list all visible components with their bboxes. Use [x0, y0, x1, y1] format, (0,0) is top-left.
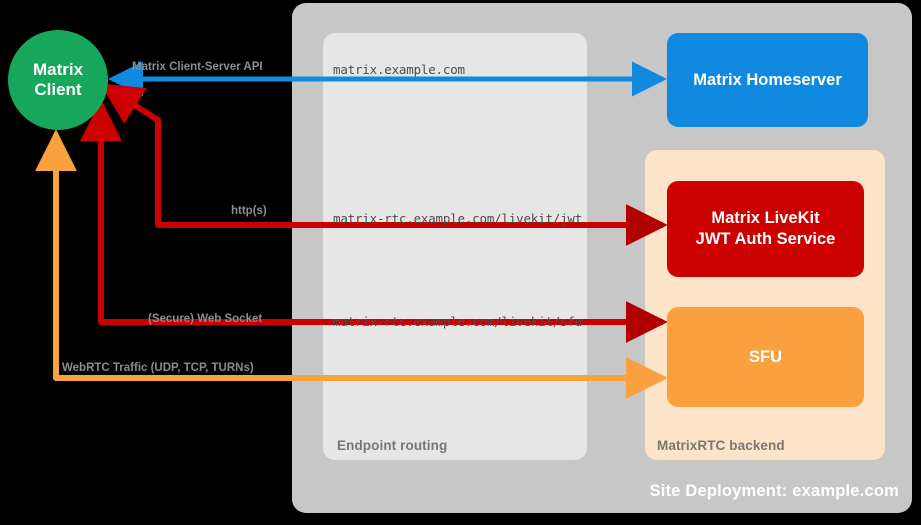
edge-label-client-server-api: Matrix Client-Server API	[132, 61, 263, 73]
matrix-client-label-line2: Client	[34, 80, 82, 99]
wire-websocket-sfu	[80, 99, 663, 325]
matrix-homeserver-label: Matrix Homeserver	[693, 70, 842, 89]
endpoint-host-livekit-sfu: matrix-rtc.example.com/livekit/sfu	[333, 314, 583, 329]
site-deployment-caption: Site Deployment: example.com	[649, 482, 899, 500]
jwt-auth-label-line1: Matrix LiveKit	[711, 209, 820, 228]
endpoint-host-livekit-jwt: matrix-rtc.example.com/livekit/jwt	[333, 211, 583, 226]
wire-https-jwt	[99, 83, 663, 228]
edge-label-https: http(s)	[231, 205, 267, 217]
edge-label-webrtc-traffic: WebRTC Traffic (UDP, TCP, TURNs)	[62, 362, 254, 374]
endpoint-routing-panel	[323, 33, 587, 460]
node-jwt-auth-service[interactable]: Matrix LiveKit JWT Auth Service	[667, 181, 864, 277]
sfu-label: SFU	[749, 347, 782, 366]
endpoint-host-matrix: matrix.example.com	[333, 62, 465, 77]
node-matrix-client[interactable]: Matrix Client	[8, 30, 108, 130]
wire-webrtc-traffic	[35, 129, 663, 381]
matrix-client-label-line1: Matrix	[32, 59, 84, 79]
edge-label-web-socket: (Secure) Web Socket	[148, 313, 263, 325]
endpoint-routing-caption: Endpoint routing	[337, 438, 448, 453]
node-matrix-homeserver[interactable]: Matrix Homeserver	[667, 33, 868, 127]
matrixrtc-backend-caption: MatrixRTC backend	[657, 438, 785, 453]
node-sfu[interactable]: SFU	[667, 307, 864, 407]
jwt-auth-label-line2: JWT Auth Service	[695, 230, 836, 248]
